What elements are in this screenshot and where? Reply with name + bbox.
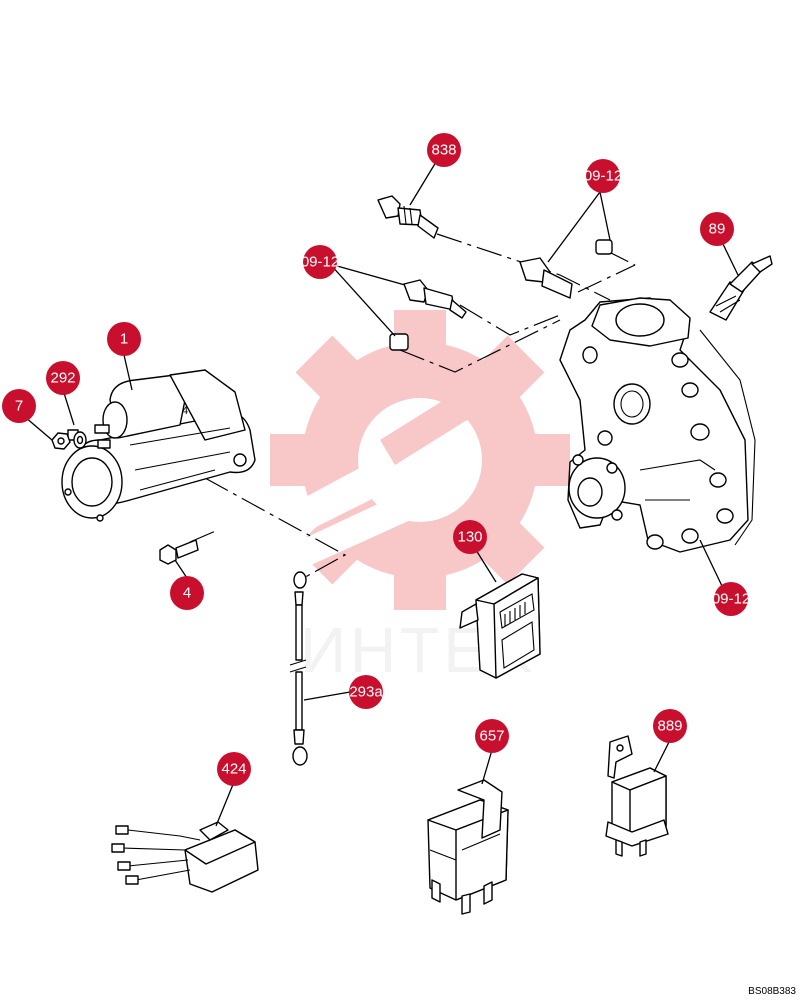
nut <box>51 432 71 450</box>
callout-4[interactable]: 4 <box>170 576 204 610</box>
relay-box-130 <box>459 573 541 679</box>
washer <box>73 431 87 449</box>
sensor-89 <box>709 255 773 321</box>
ground-cable <box>289 571 308 766</box>
sensor-838 <box>377 195 439 239</box>
plug-left <box>403 279 467 319</box>
callout-label: 4 <box>183 585 191 602</box>
bolt <box>159 539 199 565</box>
callout-424[interactable]: 424 <box>217 752 251 786</box>
starter-motor: 4 <box>61 369 256 522</box>
callout-130[interactable]: 130 <box>453 520 487 554</box>
callout-label: 09-12 <box>584 168 622 185</box>
callout-label: 09-12 <box>712 591 750 608</box>
leader-lines <box>24 161 739 827</box>
callout-label: 7 <box>15 398 23 415</box>
callout-89[interactable]: 89 <box>700 212 734 246</box>
callout-label: 657 <box>479 728 504 745</box>
callout-label: 09-12 <box>301 254 339 271</box>
plug-cap-small <box>389 239 613 351</box>
relay-889 <box>605 735 669 857</box>
callout-label: 292 <box>50 370 75 387</box>
callout-label: 293a <box>349 684 383 701</box>
relay-657 <box>427 779 509 915</box>
callout-label: 889 <box>657 718 682 735</box>
callout-09-12-right[interactable]: 09-12 <box>712 582 750 616</box>
callout-label: 1 <box>120 331 128 348</box>
wiring-relay-424 <box>111 821 259 893</box>
callout-1[interactable]: 1 <box>107 322 141 356</box>
callout-09-12-top[interactable]: 09-12 <box>584 159 622 193</box>
plug-top <box>519 257 573 299</box>
callout-label: 838 <box>431 142 456 159</box>
callout-838[interactable]: 838 <box>427 133 461 167</box>
gear-icon <box>270 310 570 610</box>
terminal-mark: 4 <box>182 405 188 417</box>
water-pump-housing <box>559 297 756 553</box>
callout-293a[interactable]: 293a <box>349 675 383 709</box>
callout-7[interactable]: 7 <box>2 389 36 423</box>
callout-657[interactable]: 657 <box>475 719 509 753</box>
callout-09-12-left[interactable]: 09-12 <box>301 245 339 279</box>
callout-889[interactable]: 889 <box>653 709 687 743</box>
callout-label: 424 <box>221 761 246 778</box>
callout-label: 130 <box>457 529 482 546</box>
drawing-code: BS08B383 <box>748 986 796 997</box>
callout-label: 89 <box>709 221 726 238</box>
callout-292[interactable]: 292 <box>46 361 80 395</box>
